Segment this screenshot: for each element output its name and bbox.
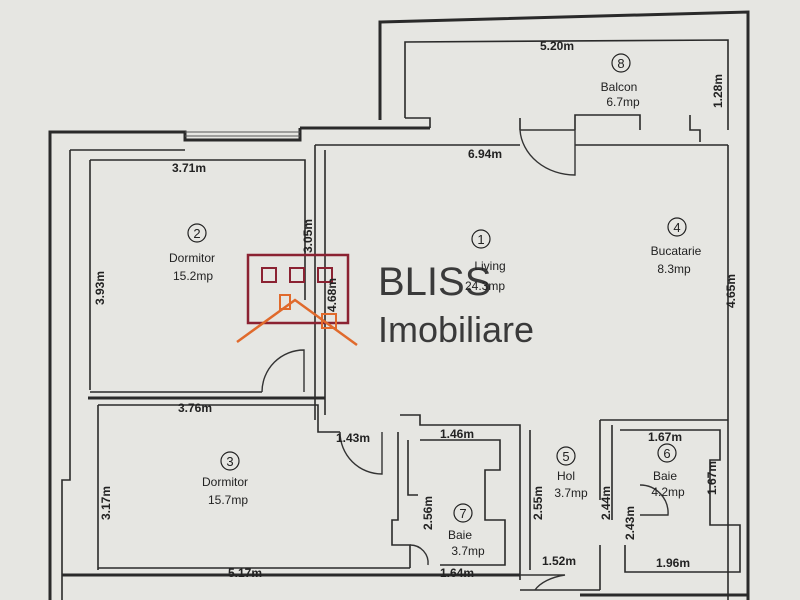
doors — [261, 129, 669, 591]
brand-logo: BLISS Imobiliare — [236, 253, 534, 350]
room-2-label: 2 Dormitor 15.2mp — [169, 223, 215, 283]
room-6-label: 6 Baie 4.2mp — [651, 443, 685, 499]
room-number: 3 — [226, 454, 233, 469]
house-logo-icon — [236, 253, 358, 347]
dimension-label: 5.20m — [540, 39, 574, 53]
room-name: Dormitor — [202, 475, 248, 489]
dimension-label: 1.46m — [440, 427, 474, 441]
room-number: 7 — [459, 506, 466, 521]
dimension-label: 3.17m — [99, 486, 113, 520]
room-area: 3.7mp — [451, 544, 485, 558]
room-number: 4 — [673, 220, 680, 235]
room-area: 3.7mp — [554, 486, 588, 500]
room-area: 24.3mp — [465, 279, 505, 293]
room-5-label: 5 Hol 3.7mp — [554, 446, 588, 500]
room-3-label: 3 Dormitor 15.7mp — [202, 451, 248, 507]
room-name: Hol — [557, 469, 575, 483]
dimension-label: 1.67m — [705, 461, 719, 495]
dimension-label: 4.65m — [724, 274, 738, 308]
dimension-label: 1.52m — [542, 554, 576, 568]
room-name: Living — [474, 259, 505, 273]
dimension-label: 2.43m — [623, 506, 637, 540]
brand-subtitle: Imobiliare — [378, 309, 534, 350]
dimension-label: 1.96m — [656, 556, 690, 570]
dimension-label: 5.17m — [228, 566, 262, 580]
room-name: Baie — [448, 528, 472, 542]
dimension-label: 4.68m — [325, 278, 339, 312]
dimension-label: 2.44m — [599, 486, 613, 520]
dimension-labels: 5.20m 1.28m 6.94m 3.71m 3.93m 3.05m 4.68… — [93, 39, 738, 580]
room-number: 5 — [562, 449, 569, 464]
dimension-label: 1.67m — [648, 430, 682, 444]
room-area: 15.2mp — [173, 269, 213, 283]
room-1-label: 1 Living 24.3mp — [465, 229, 506, 293]
room-number: 6 — [663, 446, 670, 461]
room-4-label: 4 Bucatarie 8.3mp — [651, 217, 702, 276]
dimension-label: 3.05m — [301, 219, 315, 253]
room-name: Balcon — [601, 80, 638, 94]
dimension-label: 2.55m — [531, 486, 545, 520]
room-area: 6.7mp — [606, 95, 640, 109]
dimension-label: 1.43m — [336, 431, 370, 445]
dimension-label: 1.64m — [440, 566, 474, 580]
room-number: 2 — [193, 226, 200, 241]
room-area: 4.2mp — [651, 485, 685, 499]
room-area: 8.3mp — [657, 262, 691, 276]
dimension-label: 3.76m — [178, 401, 212, 415]
room-name: Baie — [653, 469, 677, 483]
room-name: Bucatarie — [651, 244, 702, 258]
dimension-label: 1.28m — [711, 74, 725, 108]
dimension-label: 3.93m — [93, 271, 107, 305]
room-8-label: 8 Balcon 6.7mp — [601, 53, 640, 109]
room-7-label: 7 Baie 3.7mp — [448, 503, 485, 558]
dimension-label: 6.94m — [468, 147, 502, 161]
room-number: 8 — [617, 56, 624, 71]
room-name: Dormitor — [169, 251, 215, 265]
room-labels: 1 Living 24.3mp 2 Dormitor 15.2mp 3 Dorm… — [169, 53, 702, 558]
dimension-label: 3.71m — [172, 161, 206, 175]
walls — [48, 10, 750, 600]
dimension-label: 2.56m — [421, 496, 435, 530]
brand-name: BLISS — [378, 260, 491, 304]
room-number: 1 — [477, 232, 484, 247]
room-area: 15.7mp — [208, 493, 248, 507]
